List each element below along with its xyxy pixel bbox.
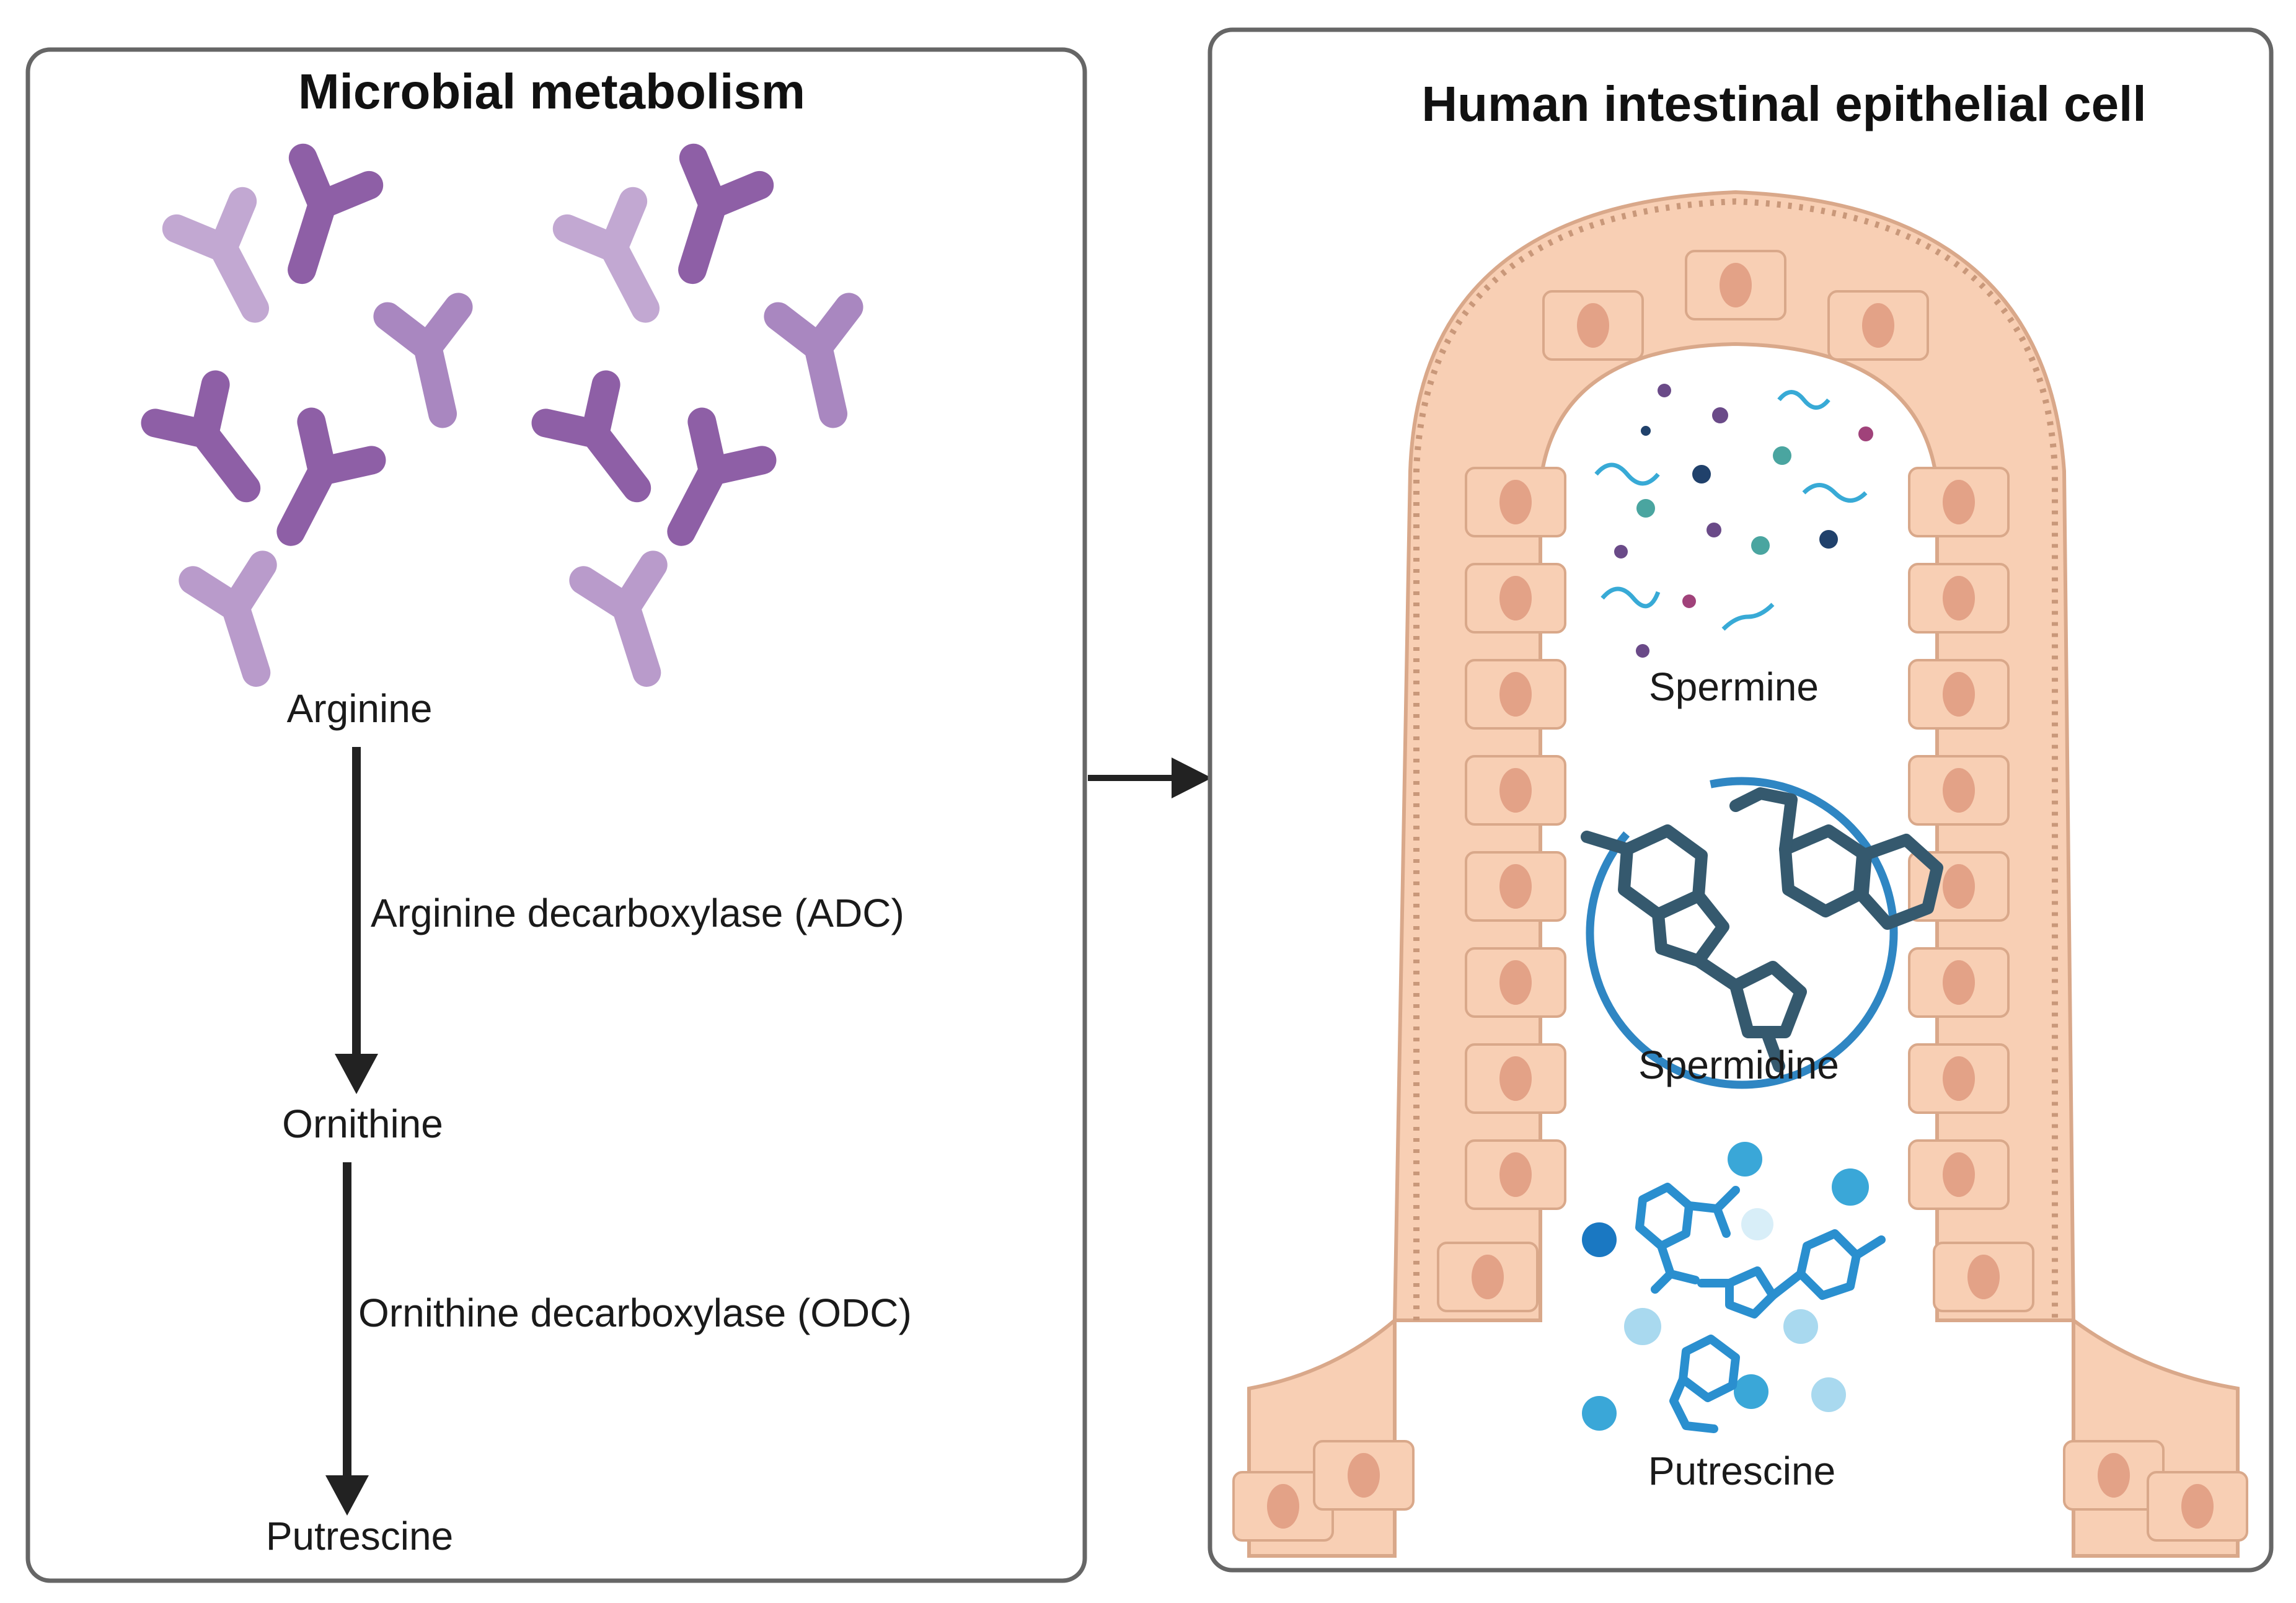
putrescine-product-label: Putrescine — [266, 1514, 453, 1558]
odc-enzyme-label: Ornithine decarboxylase (ODC) — [358, 1291, 912, 1335]
villus-icon — [1232, 190, 2248, 1558]
connector-arrow — [1088, 757, 1212, 798]
spermidine-molecule-icon — [1581, 777, 1943, 1089]
pathway-arrow-1 — [335, 747, 378, 1094]
left-panel-title: Microbial metabolism — [298, 64, 805, 119]
right-panel-title: Human intestinal epithelial cell — [1421, 76, 2146, 131]
putrescine-molecule-icon — [1582, 1142, 1886, 1433]
spermine-label: Spermine — [1649, 665, 1819, 709]
ornithine-label: Ornithine — [282, 1102, 443, 1146]
pathway-arrow-2 — [325, 1162, 369, 1516]
spermidine-label: Spermidine — [1638, 1043, 1839, 1087]
arginine-label: Arginine — [287, 686, 433, 731]
left-panel — [25, 47, 1087, 1583]
adc-enzyme-label: Arginine decarboxylase (ADC) — [371, 891, 904, 935]
putrescine-label: Putrescine — [1648, 1449, 1835, 1493]
spermine-particles — [1594, 384, 1873, 658]
